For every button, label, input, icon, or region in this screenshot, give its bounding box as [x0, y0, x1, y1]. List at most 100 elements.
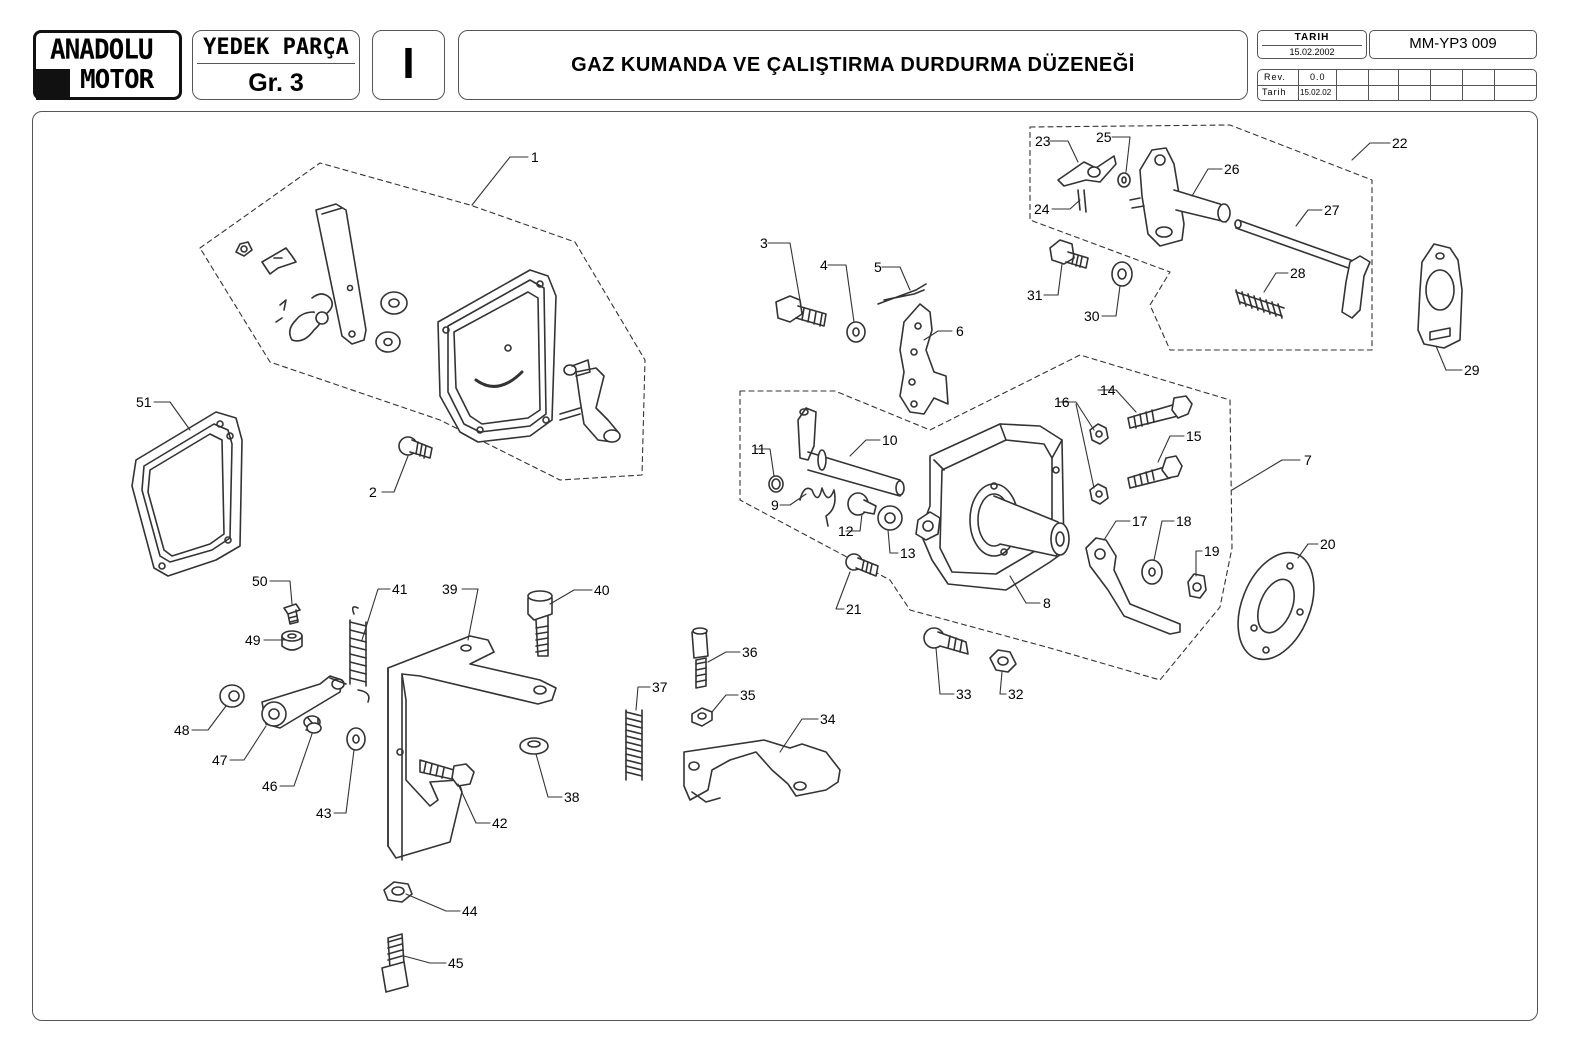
part-spring-41	[349, 606, 370, 703]
part-spring-9	[799, 487, 836, 527]
part-nut-16	[1089, 423, 1109, 505]
part-nut-32	[989, 649, 1017, 673]
callout-8: 8	[1043, 595, 1051, 611]
part-nut-48	[219, 684, 245, 708]
part-plate-26	[1129, 147, 1231, 247]
callout-50: 50	[252, 573, 268, 589]
part-screw-2	[398, 436, 433, 459]
part-ring-11	[768, 475, 784, 493]
part-bolt-31	[1049, 239, 1089, 269]
part-washer-30	[1111, 261, 1133, 287]
section-number: I	[372, 30, 445, 100]
part-lever-47	[261, 675, 347, 729]
callout-18: 18	[1176, 513, 1192, 529]
part-washer-18	[1141, 559, 1163, 585]
rev-label: Rev.	[1264, 72, 1286, 82]
callout-40: 40	[594, 582, 610, 598]
callout-6: 6	[956, 323, 964, 339]
callout-24: 24	[1034, 201, 1050, 217]
drawing-frame	[32, 111, 1538, 1021]
logo-block	[36, 69, 70, 100]
callout-34: 34	[820, 711, 836, 727]
part-bushing-46	[303, 715, 322, 734]
callout-11: 11	[751, 441, 766, 457]
part-housing-8	[915, 423, 1070, 591]
callout-27: 27	[1324, 202, 1340, 218]
part-plate-34	[683, 739, 841, 803]
part-shaft-10	[797, 407, 905, 497]
logo-text-anadolu: ANADOLU	[50, 34, 154, 66]
callout-31: 31	[1027, 287, 1043, 303]
part-lever-17	[1085, 537, 1181, 635]
part-nut-44	[383, 881, 413, 903]
revision-table: Rev. 0.0 Tarih 15.02.02	[1257, 69, 1537, 101]
part-pin-24	[1077, 189, 1087, 213]
callout-44: 44	[462, 903, 478, 919]
part-sleeve-49	[281, 630, 303, 651]
callout-36: 36	[742, 644, 758, 660]
callout-29: 29	[1464, 362, 1480, 378]
callout-42: 42	[492, 815, 508, 831]
callout-15: 15	[1186, 428, 1202, 444]
callout-32: 32	[1008, 686, 1024, 702]
part-washer-38	[519, 737, 549, 755]
part-fitting-33	[923, 627, 969, 655]
part-washer-4	[846, 321, 866, 343]
part-nut-19	[1187, 573, 1207, 599]
callout-9: 9	[771, 497, 779, 513]
callout-43: 43	[316, 805, 332, 821]
title-block: TARIH 15.02.2002 MM-YP3 009 Rev. 0.0 Tar…	[1257, 30, 1537, 102]
rev-date-value: 15.02.02	[1300, 88, 1332, 97]
part-lever-6	[899, 303, 949, 415]
callout-25: 25	[1096, 129, 1112, 145]
callout-33: 33	[956, 686, 972, 702]
callout-14: 14	[1100, 382, 1116, 398]
callout-30: 30	[1084, 308, 1100, 324]
callout-23: 23	[1035, 133, 1051, 149]
part-nut-35	[691, 707, 713, 727]
part-bracket-39	[387, 635, 557, 861]
rev-date-label: Tarih	[1262, 87, 1287, 97]
callout-49: 49	[245, 632, 261, 648]
callout-numbers: 1 2 3 4 5 6 7 8 9 10 11 12 13 14 15 16 1…	[136, 129, 1480, 971]
part-washer-25	[1117, 172, 1131, 188]
part-washer-43	[346, 727, 366, 751]
part-spring-28	[1235, 289, 1285, 319]
group-number: Gr. 3	[248, 69, 304, 97]
callout-41: 41	[392, 581, 408, 597]
part-bolt-42	[419, 759, 475, 787]
callout-38: 38	[564, 789, 580, 805]
date-label: TARIH	[1294, 32, 1330, 43]
drawing-title: GAZ KUMANDA VE ÇALIŞTIRMA DURDURMA DÜZEN…	[458, 30, 1248, 100]
company-logo: ANADOLU MOTOR	[33, 30, 182, 100]
callout-19: 19	[1204, 543, 1220, 559]
part-bolt-15	[1127, 455, 1183, 489]
logo-text-motor: MOTOR	[80, 65, 154, 95]
part-bolt-14	[1127, 395, 1193, 429]
catalog-box: YEDEK PARÇA Gr. 3	[192, 30, 360, 100]
catalog-title: YEDEK PARÇA	[197, 33, 355, 64]
callout-1: 1	[531, 149, 539, 165]
assembly-outlines	[199, 124, 1373, 681]
callout-45: 45	[448, 955, 464, 971]
callout-10: 10	[882, 432, 898, 448]
callout-12: 12	[838, 523, 854, 539]
part-wing-23	[1057, 155, 1117, 187]
callout-37: 37	[652, 679, 668, 695]
callout-3: 3	[760, 235, 768, 251]
leader-lines	[153, 136, 1463, 964]
document-number: MM-YP3 009	[1369, 30, 1537, 59]
part-bolt-3	[775, 295, 827, 327]
part-stud-36	[691, 627, 709, 689]
part-pin-12	[847, 492, 877, 516]
callout-51: 51	[136, 394, 152, 410]
part-clip-5	[877, 283, 927, 305]
callout-21: 21	[846, 601, 862, 617]
rev-value: 0.0	[1310, 72, 1326, 82]
callout-13: 13	[900, 545, 916, 561]
callout-5: 5	[874, 259, 882, 275]
callout-17: 17	[1132, 513, 1148, 529]
callout-39: 39	[442, 581, 458, 597]
part-spring-37	[625, 709, 643, 781]
callout-20: 20	[1320, 536, 1336, 552]
